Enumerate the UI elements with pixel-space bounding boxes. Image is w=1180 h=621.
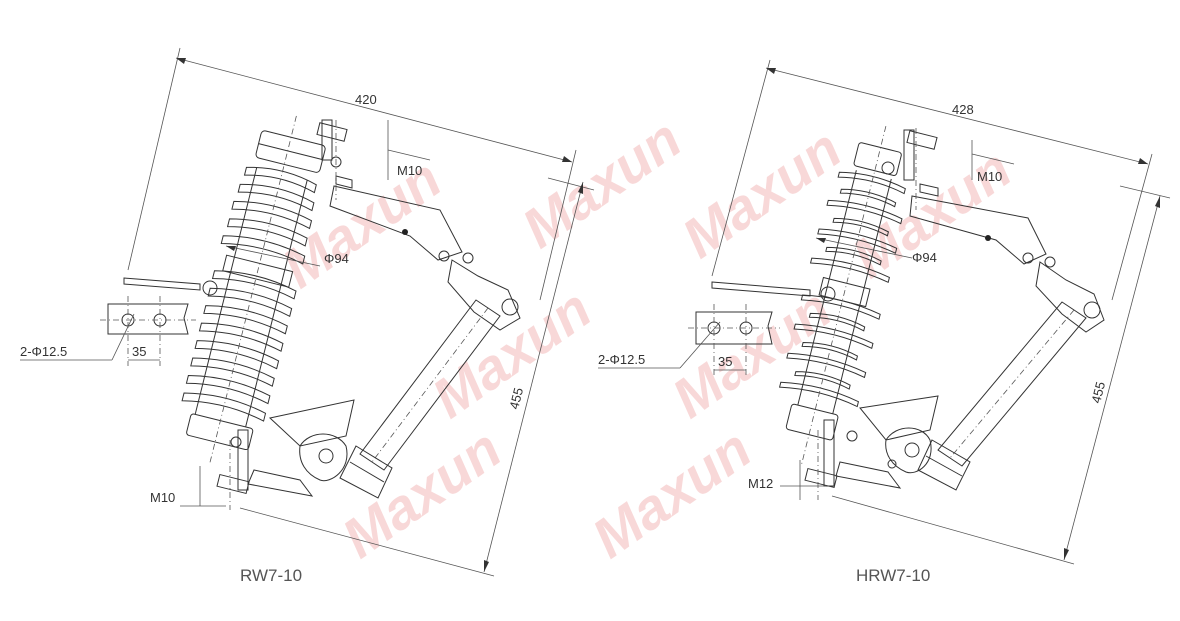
right-hole-spacing-label: 35 <box>718 354 732 369</box>
right-drawing-hrw7-10: 428 455 <box>598 59 1171 585</box>
right-holes-label: 2-Φ12.5 <box>598 352 645 367</box>
right-fuse-tube <box>917 252 1105 491</box>
watermark-7: Maxun <box>661 276 842 429</box>
right-diameter-label: Φ94 <box>912 250 937 265</box>
left-holes-label: 2-Φ12.5 <box>20 344 67 359</box>
watermark-5: Maxun <box>671 116 852 269</box>
left-height-dimension: 455 <box>239 177 595 577</box>
left-hole-spacing-label: 35 <box>132 344 146 359</box>
left-diameter-label: Φ94 <box>324 251 349 266</box>
left-thread-bottom-label: M10 <box>150 490 175 505</box>
left-mounting-plate <box>20 277 218 366</box>
right-height-label: 455 <box>1088 380 1108 405</box>
watermark-4: Maxun <box>511 106 692 259</box>
right-width-label: 428 <box>952 102 974 117</box>
right-insulator <box>778 126 906 466</box>
right-height-dimension: 455 <box>831 185 1171 565</box>
left-insulator <box>181 115 326 466</box>
watermark-3: Maxun <box>331 416 512 569</box>
right-thread-bottom-label: M12 <box>748 476 773 491</box>
left-model-caption: RW7-10 <box>240 566 302 585</box>
watermarks: Maxun Maxun Maxun Maxun Maxun Maxun Maxu… <box>271 106 1022 569</box>
right-bottom-contact <box>804 395 939 500</box>
right-model-caption: HRW7-10 <box>856 566 930 585</box>
left-width-label: 420 <box>355 92 377 107</box>
left-drawing-rw7-10: 420 455 <box>20 47 595 585</box>
right-top-contact <box>881 128 1047 265</box>
left-width-dimension: 420 <box>127 47 577 301</box>
watermark-8: Maxun <box>581 416 762 569</box>
left-fuse-tube <box>339 250 521 499</box>
right-width-dimension: 428 <box>711 59 1153 301</box>
left-top-contact <box>316 119 463 261</box>
right-thread-top-label: M10 <box>977 169 1002 184</box>
right-mounting-plate <box>598 281 836 376</box>
left-height-label: 455 <box>506 386 526 411</box>
left-thread-top-label: M10 <box>397 163 422 178</box>
left-bottom-contact <box>216 399 355 510</box>
